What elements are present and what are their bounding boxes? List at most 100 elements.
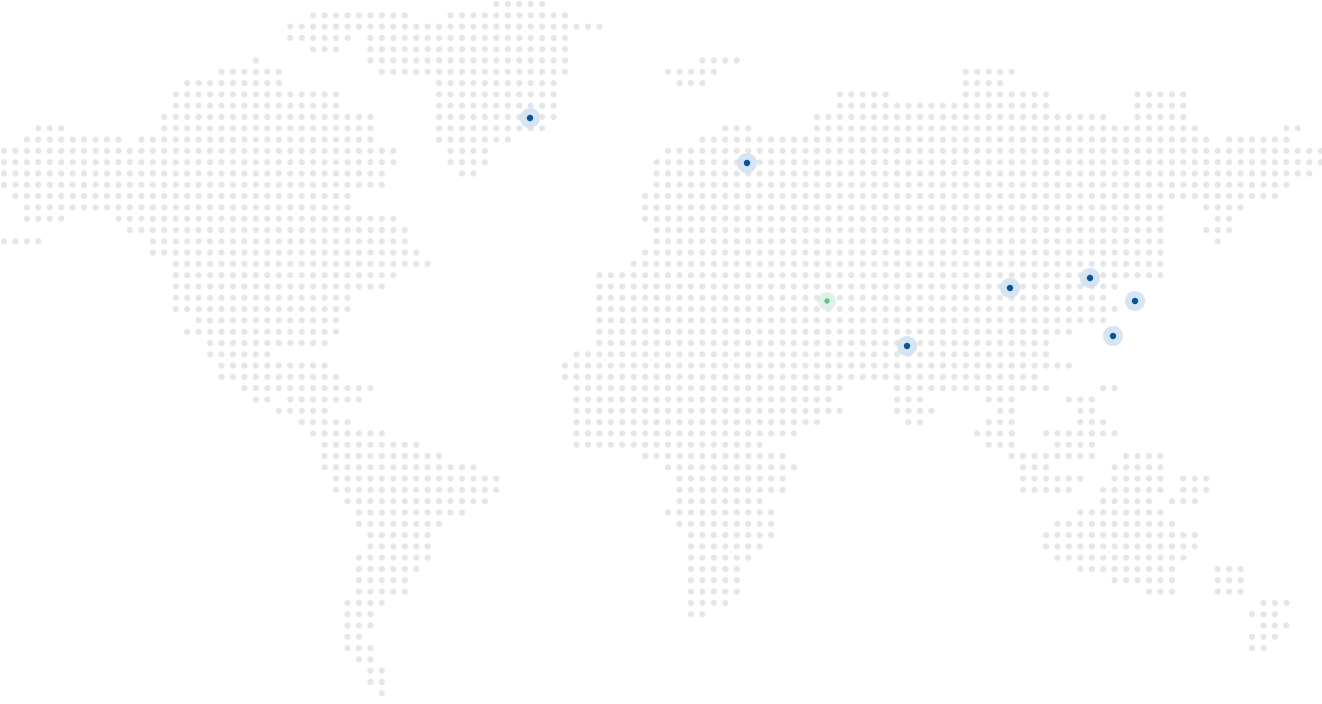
land-dot (12, 193, 19, 200)
land-dot (390, 475, 397, 482)
land-dot (825, 328, 832, 335)
land-dot (1157, 565, 1164, 573)
land-dot (790, 204, 798, 211)
land-dot (378, 599, 385, 607)
land-dot (756, 373, 763, 380)
land-dot (802, 260, 809, 267)
land-dot (1100, 419, 1107, 426)
land-dot (710, 498, 718, 505)
land-dot (390, 249, 397, 256)
land-dot (1054, 170, 1061, 177)
land-dot (1134, 249, 1141, 256)
land-dot (710, 532, 718, 539)
land-dot (504, 91, 511, 98)
land-dot (1077, 317, 1084, 324)
land-dot (665, 509, 672, 516)
land-dot (985, 226, 992, 234)
land-dot (1088, 294, 1095, 301)
land-dot (321, 193, 328, 200)
land-dot (985, 419, 992, 426)
land-dot (332, 226, 340, 234)
marker-greenland[interactable] (520, 108, 540, 128)
land-dot (825, 249, 832, 256)
land-dot (447, 159, 454, 166)
land-dot (607, 430, 614, 437)
land-dot (699, 272, 706, 279)
land-dot (287, 91, 294, 98)
land-dot (1271, 611, 1278, 618)
land-dot (332, 294, 340, 301)
land-dot (1145, 102, 1153, 109)
land-dot (229, 159, 237, 166)
marker-korea[interactable] (1125, 291, 1145, 311)
land-dot (928, 125, 935, 132)
land-dot (378, 272, 385, 279)
land-dot (779, 249, 786, 256)
land-dot (1145, 136, 1153, 143)
land-dot (378, 520, 385, 527)
land-dot (768, 419, 775, 426)
land-dot (733, 498, 740, 505)
land-dot (825, 215, 832, 222)
land-dot (69, 181, 76, 188)
land-dot (1042, 91, 1050, 98)
land-dot (241, 283, 248, 290)
land-dot (1226, 136, 1233, 143)
land-dot (1088, 554, 1095, 561)
marker-central-asia[interactable] (818, 292, 836, 310)
land-dot (355, 509, 362, 516)
land-dot (939, 226, 947, 234)
land-dot (1226, 181, 1233, 188)
land-dot (699, 532, 706, 539)
land-dot (928, 136, 935, 143)
land-dot (676, 339, 683, 347)
land-dot (997, 441, 1004, 448)
marker-south-china[interactable] (1103, 326, 1123, 346)
land-dot (1065, 532, 1072, 539)
land-dot (974, 249, 981, 256)
land-dot (390, 238, 397, 245)
land-dot (710, 272, 718, 279)
land-dot (184, 272, 191, 279)
land-dot (985, 181, 992, 188)
land-dot (974, 260, 981, 267)
marker-south-asia[interactable] (897, 336, 917, 356)
land-dot (1203, 147, 1210, 154)
land-dot (882, 113, 889, 121)
land-dot (46, 136, 53, 143)
land-dot (504, 57, 511, 64)
land-dot (218, 339, 225, 347)
land-dot (962, 339, 969, 347)
land-dot (1145, 532, 1153, 539)
land-dot (1019, 170, 1027, 177)
land-dot (1100, 272, 1107, 279)
land-dot (355, 441, 362, 448)
land-dot (607, 441, 614, 448)
land-dot (1157, 532, 1164, 539)
land-dot (367, 181, 374, 188)
land-dot (1145, 226, 1153, 234)
land-dot (69, 136, 76, 143)
land-dot (733, 520, 740, 527)
land-dot (733, 464, 740, 471)
marker-north-china[interactable] (1080, 268, 1100, 288)
land-dot (836, 317, 843, 324)
land-dot (1180, 554, 1187, 561)
land-dot (1054, 204, 1061, 211)
land-dot (825, 159, 832, 166)
land-dot (138, 170, 145, 177)
land-dot (1214, 159, 1221, 166)
land-dot (355, 170, 362, 177)
marker-northern-europe[interactable] (737, 153, 757, 173)
land-dot (928, 193, 935, 200)
land-dot (722, 599, 729, 607)
land-dot (1111, 159, 1118, 166)
land-dot (344, 125, 351, 132)
land-dot (1031, 373, 1038, 380)
land-dot (836, 102, 843, 109)
land-dot (527, 91, 534, 98)
land-dot (332, 441, 340, 448)
marker-china-central[interactable] (1000, 278, 1020, 298)
land-dot (527, 46, 534, 53)
land-dot (149, 159, 156, 166)
